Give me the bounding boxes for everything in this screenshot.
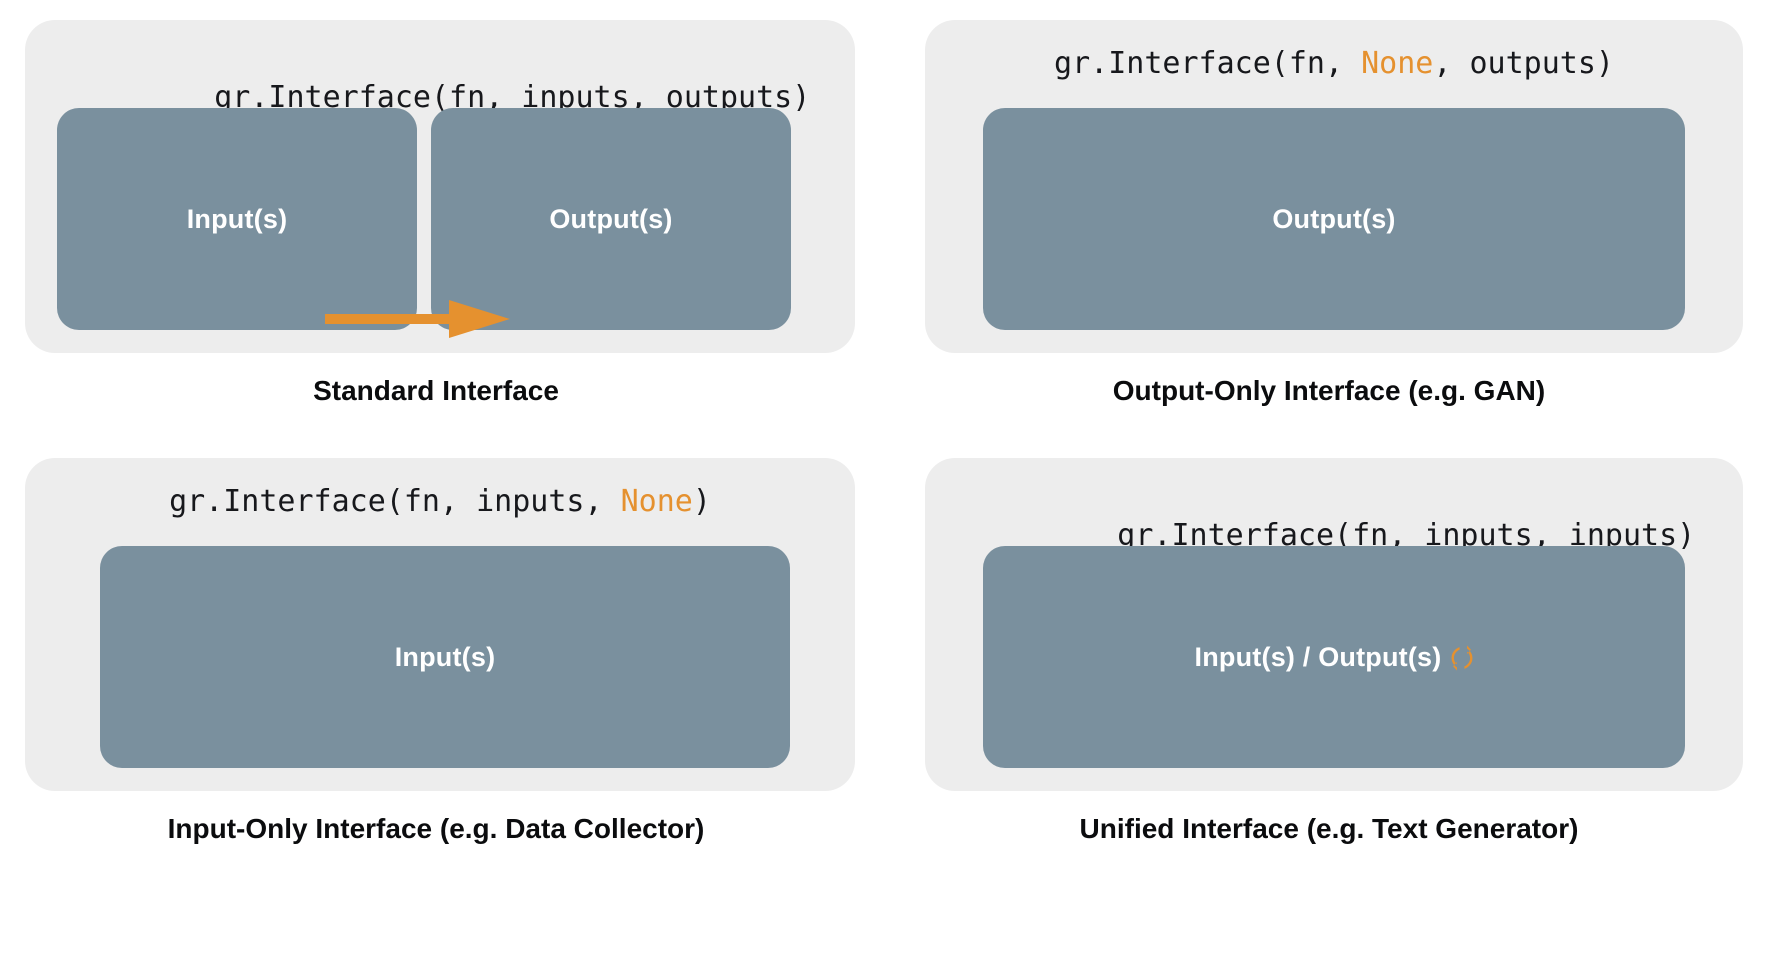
box-row-output-only: Output(s) [925,108,1743,330]
panel-background-input-only: gr.Interface(fn, inputs, None) Input(s) [25,458,855,791]
code-signature-output-only: gr.Interface(fn, None, outputs) [925,47,1743,81]
input-box-label: Input(s) [394,642,496,672]
caption-unified: Unified Interface (e.g. Text Generator) [1079,813,1579,844]
panel-background-unified: gr.Interface(fn, inputs, inputs) Input(s… [925,458,1743,791]
input-box[interactable]: Input(s) [57,108,417,330]
output-box-label: Output(s) [549,204,673,234]
code-segment: , outputs) [1433,46,1614,81]
code-token-none: None [620,484,693,519]
caption-standard: Standard Interface [313,375,559,406]
box-row-input-only: Input(s) [25,546,855,768]
code-segment: gr.Interface(fn, inputs, [169,484,621,519]
input-box[interactable]: Input(s) [100,546,790,768]
input-output-box-text: Input(s) / Output(s) [1194,642,1442,672]
code-token-none: None [1361,46,1434,81]
panel-output-only: gr.Interface(fn, None, outputs) Output(s… [893,0,1765,487]
panel-input-only: gr.Interface(fn, inputs, None) Input(s) … [0,458,872,975]
panel-standard: gr.Interface(fn, inputs, outputs) Input(… [0,0,872,487]
caption-output-only: Output-Only Interface (e.g. GAN) [1112,375,1546,406]
panel-background-output-only: gr.Interface(fn, None, outputs) Output(s… [925,20,1743,353]
panel-unified: gr.Interface(fn, inputs, inputs) Input(s… [893,458,1765,975]
code-segment: ) [692,484,711,519]
input-output-box-label: Input(s) / Output(s) [1195,642,1474,672]
input-box-label: Input(s) [186,204,288,234]
panel-background-standard: gr.Interface(fn, inputs, outputs) Input(… [25,20,855,353]
box-row-standard: Input(s) Output(s) [25,108,855,338]
output-box[interactable]: Output(s) [431,108,791,330]
output-box[interactable]: Output(s) [983,108,1685,330]
code-signature-input-only: gr.Interface(fn, inputs, None) [25,485,855,519]
cycle-icon [1452,645,1473,671]
box-row-unified: Input(s) / Output(s) [925,546,1743,768]
caption-input-only: Input-Only Interface (e.g. Data Collecto… [167,813,705,844]
output-box-label: Output(s) [1272,204,1396,234]
input-output-box[interactable]: Input(s) / Output(s) [983,546,1685,768]
code-segment: gr.Interface(fn, [1054,46,1362,81]
